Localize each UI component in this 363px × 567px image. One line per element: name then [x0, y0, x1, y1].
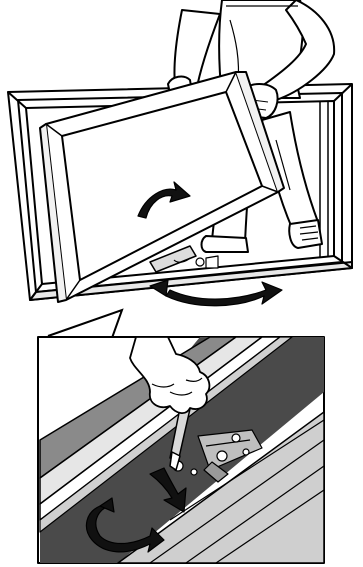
callout-pointer — [48, 310, 122, 338]
detail-inset — [38, 337, 324, 563]
top-scene — [8, 0, 352, 306]
